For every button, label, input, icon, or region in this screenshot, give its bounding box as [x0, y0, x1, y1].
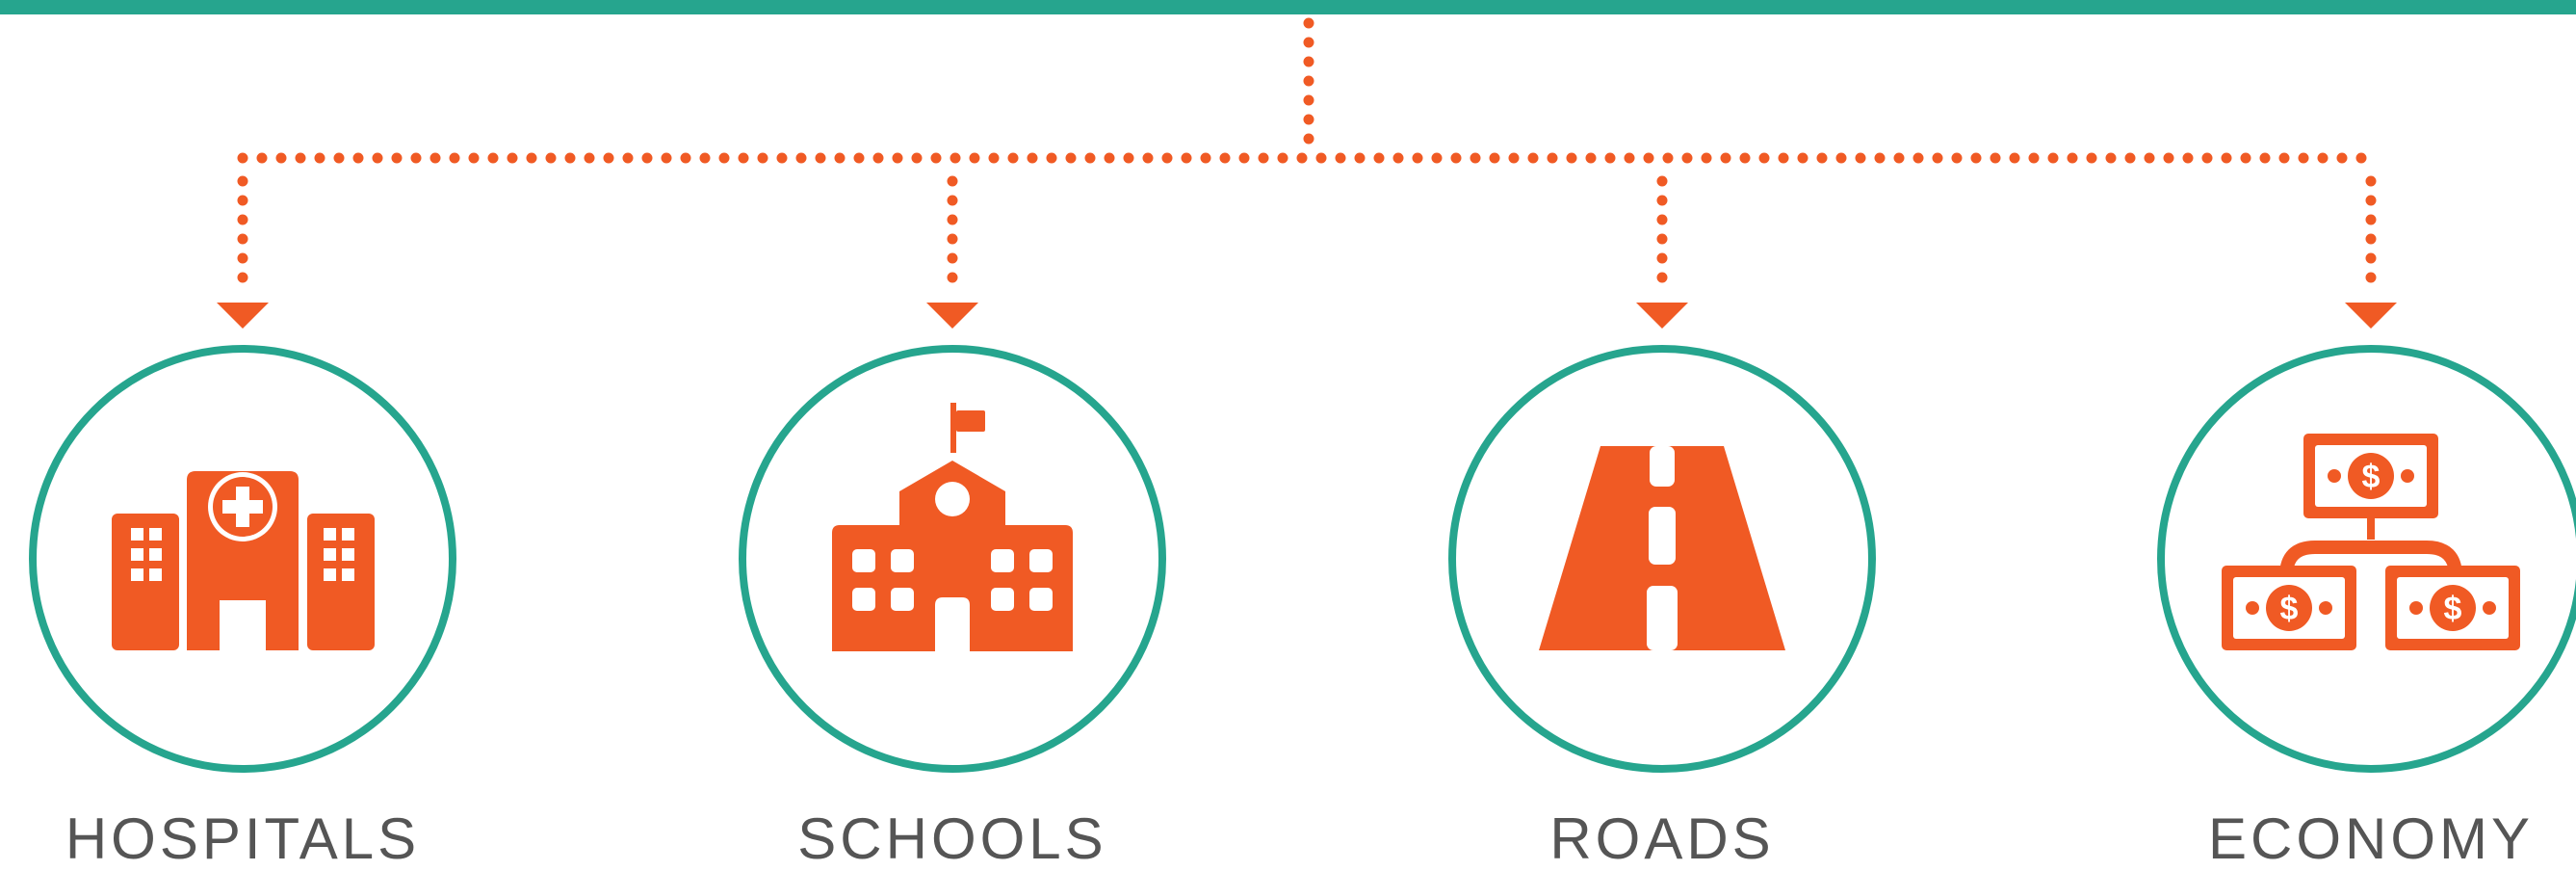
label-economy: ECONOMY	[2207, 806, 2535, 871]
arrow-down-icon	[2345, 303, 2397, 329]
school-icon	[832, 403, 1073, 651]
circle-economy	[2157, 345, 2576, 773]
arrow-down-icon	[217, 303, 269, 329]
arrow-down-icon	[1636, 303, 1688, 329]
label-hospitals: HOSPITALS	[65, 806, 421, 871]
top-bar	[0, 0, 2576, 14]
arrow-down-icon	[926, 303, 978, 329]
connector-lines	[237, 17, 2377, 293]
circle-roads	[1448, 345, 1876, 773]
road-icon	[1539, 446, 1785, 650]
circle-hospitals	[29, 345, 456, 773]
label-roads: ROADS	[1549, 806, 1775, 871]
money-network-icon	[2222, 434, 2520, 650]
circle-schools	[739, 345, 1166, 773]
hospital-icon	[112, 471, 375, 650]
label-schools: SCHOOLS	[797, 806, 1107, 871]
